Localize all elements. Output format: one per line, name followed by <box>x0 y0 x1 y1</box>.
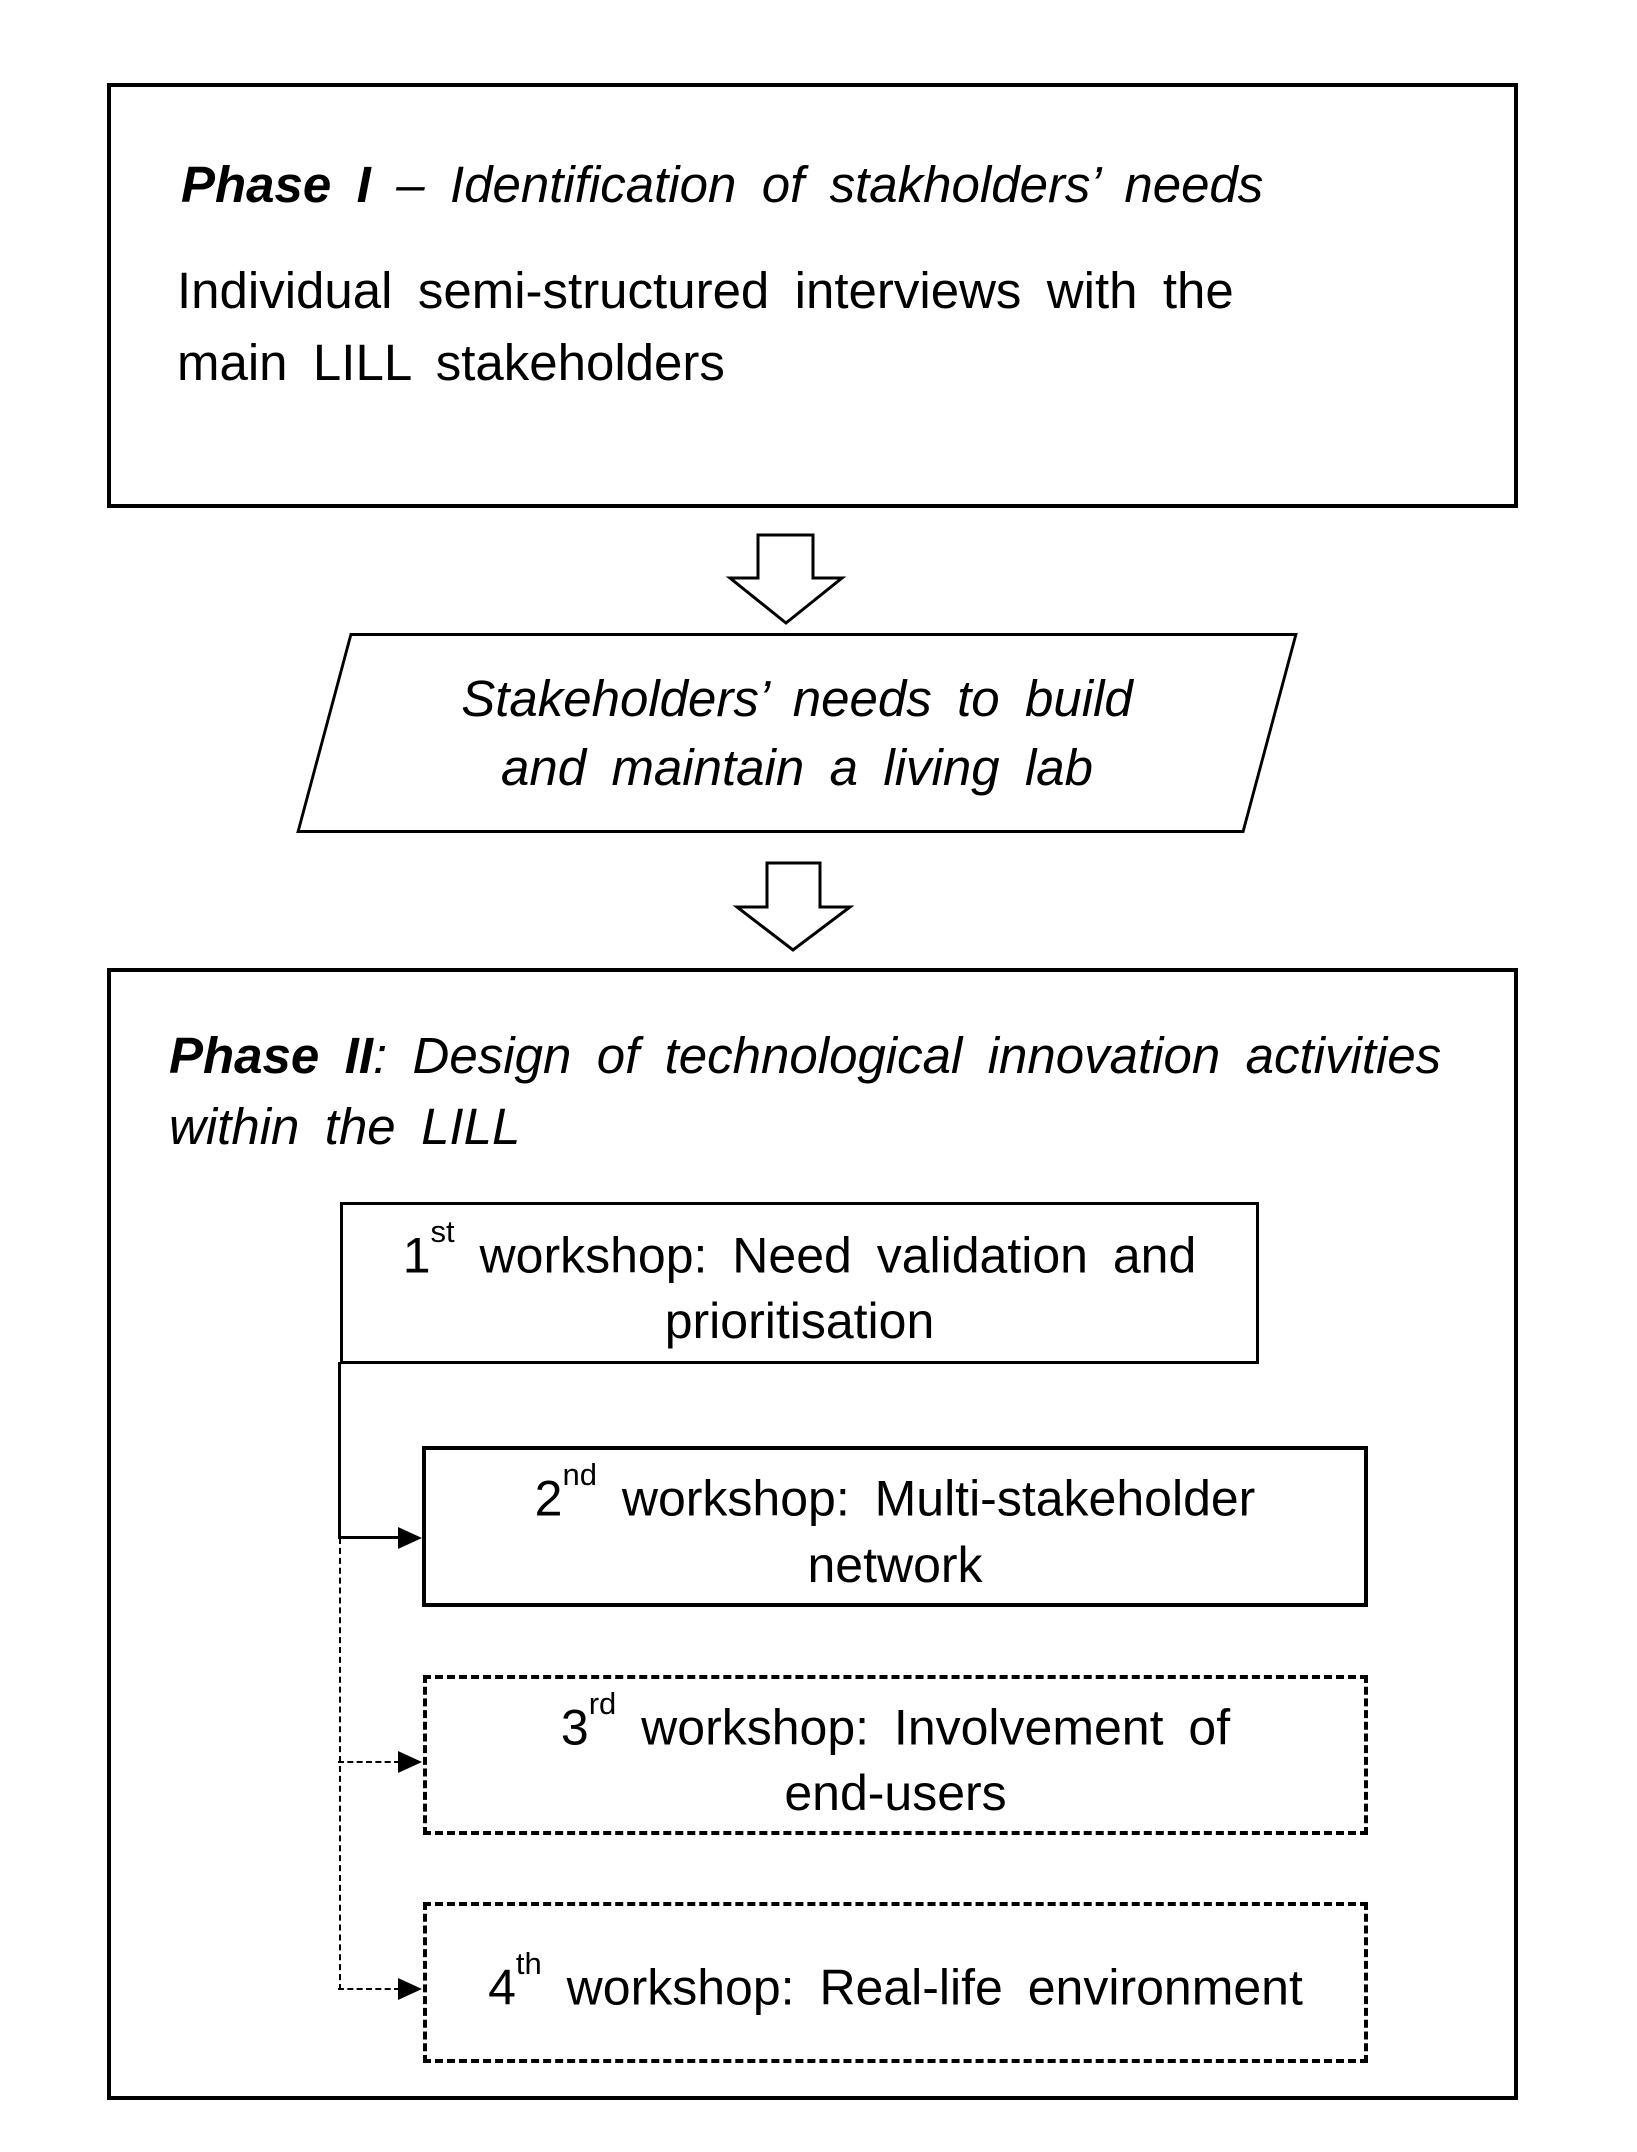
workshop2-line1: 2nd workshop: Multi-stakeholder <box>535 1455 1256 1532</box>
io-line2: and maintain a living lab <box>500 739 1094 796</box>
io-parallelogram: Stakeholders’ needs to build and maintai… <box>296 633 1298 833</box>
phase2-title: Phase II: Design of technological innova… <box>169 1020 1441 1162</box>
workshop1-ordinal: 1 <box>402 1227 431 1284</box>
workshop1-text: 1st workshop: Need validation and priori… <box>343 1205 1256 1361</box>
connector-to-workshop2 <box>338 1536 402 1539</box>
workshop1-line1: 1st workshop: Need validation and <box>403 1212 1197 1289</box>
workshop3-box: 3rd workshop: Involvement of end-users <box>423 1675 1368 1835</box>
workshop4-ordinal-suffix: th <box>515 1946 542 1982</box>
connector-to-workshop3 <box>338 1761 400 1763</box>
workshop3-text: 3rd workshop: Involvement of end-users <box>427 1679 1364 1831</box>
arrowhead-workshop4-icon <box>398 1978 422 2000</box>
workshop4-line1: 4th workshop: Real-life environment <box>488 1944 1303 2021</box>
phase1-box: Phase I – Identification of stakholders’… <box>107 83 1518 508</box>
workshop2-box: 2nd workshop: Multi-stakeholder network <box>422 1446 1368 1607</box>
io-line1: Stakeholders’ needs to build <box>461 670 1133 727</box>
workshop2-ordinal: 2 <box>534 1470 563 1527</box>
connector-vertical-solid <box>338 1362 341 1538</box>
connector-vertical-dashed <box>339 1538 341 1990</box>
workshop2-rest: workshop: Multi-stakeholder <box>596 1470 1256 1527</box>
phase1-body: Individual semi-structured interviews wi… <box>177 255 1234 399</box>
workshop1-line2: prioritisation <box>664 1293 935 1350</box>
phase1-body-line1: Individual semi-structured interviews wi… <box>177 262 1234 319</box>
workshop1-rest: workshop: Need validation and <box>454 1227 1197 1284</box>
workshop3-line1: 3rd workshop: Involvement of <box>561 1684 1230 1761</box>
down-arrow-icon <box>732 861 855 952</box>
workshop2-line2: network <box>807 1536 983 1593</box>
phase1-title-rest: – Identification of stakholders’ needs <box>370 156 1264 213</box>
down-arrow-icon <box>725 533 847 625</box>
workshop2-ordinal-suffix: nd <box>562 1457 597 1493</box>
workshop1-ordinal-suffix: st <box>430 1213 455 1249</box>
connector-to-workshop4 <box>338 1988 400 1990</box>
workshop3-rest: workshop: Involvement of <box>616 1699 1231 1756</box>
workshop3-line2: end-users <box>784 1765 1007 1822</box>
workshop2-text: 2nd workshop: Multi-stakeholder network <box>426 1450 1364 1603</box>
workshop4-ordinal: 4 <box>488 1959 516 2016</box>
phase2-title-line1: Phase II: Design of technological innova… <box>169 1020 1441 1091</box>
phase1-title: Phase I – Identification of stakholders’… <box>181 149 1263 220</box>
phase1-title-bold: Phase I <box>181 156 371 213</box>
phase2-title-line2: within the LILL <box>169 1098 521 1155</box>
phase1-body-line2: main LILL stakeholders <box>177 334 725 391</box>
workshop3-ordinal-suffix: rd <box>588 1685 617 1721</box>
workshop4-box: 4th workshop: Real-life environment <box>423 1902 1368 2063</box>
workshop4-text: 4th workshop: Real-life environment <box>427 1906 1364 2059</box>
workshop3-ordinal: 3 <box>560 1699 589 1756</box>
phase2-title-bold: Phase II <box>169 1027 373 1084</box>
arrowhead-workshop2-icon <box>398 1527 422 1549</box>
phase2-title-rest: : Design of technological innovation act… <box>373 1027 1442 1084</box>
io-parallelogram-text: Stakeholders’ needs to build and maintai… <box>326 636 1268 830</box>
arrowhead-workshop3-icon <box>398 1751 422 1773</box>
workshop4-rest: workshop: Real-life environment <box>541 1959 1303 2016</box>
workshop1-box: 1st workshop: Need validation and priori… <box>340 1202 1259 1364</box>
